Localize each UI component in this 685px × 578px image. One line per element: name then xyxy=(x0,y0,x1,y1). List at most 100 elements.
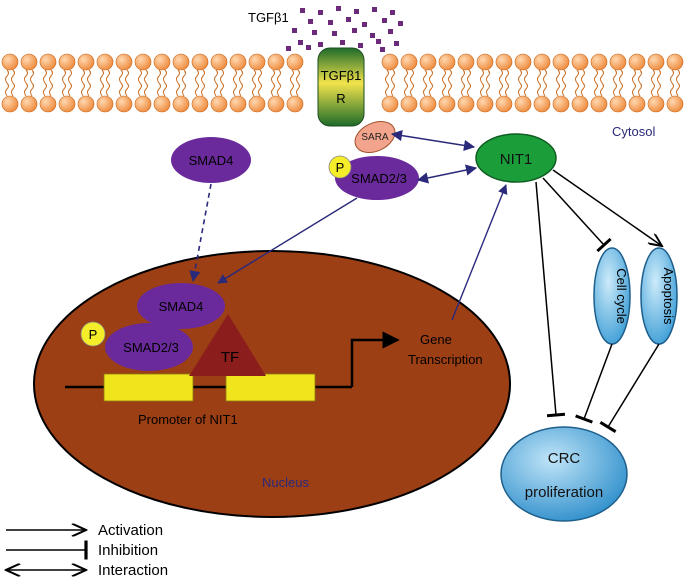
nit1-apoptosis-activation xyxy=(552,169,662,246)
lipid-tail xyxy=(201,82,205,97)
lipid-tail xyxy=(62,69,66,84)
lipid-tail xyxy=(556,69,560,84)
lipid-tail xyxy=(429,69,433,84)
ligand-dot xyxy=(308,19,313,24)
lipid-tail xyxy=(49,82,53,97)
smad23-nit1-interaction xyxy=(416,164,478,184)
smad23-translocation-arrow xyxy=(217,197,358,284)
lipid-tail xyxy=(258,82,262,97)
lipid-head xyxy=(229,95,247,113)
lipid-tail xyxy=(271,82,275,97)
lipid-tail xyxy=(676,69,680,84)
lipid-tail xyxy=(239,69,243,84)
lipid-head xyxy=(77,53,95,71)
lipid-head xyxy=(39,95,57,113)
lipid-head xyxy=(514,53,532,71)
nit1-cellcycle-inhibition xyxy=(542,177,612,253)
lipid-tail xyxy=(467,69,471,84)
phospho-nucleus-label: P xyxy=(89,327,98,342)
ligand-dot xyxy=(352,28,357,33)
receptor-label-line1: TGFβ1 xyxy=(321,68,362,83)
lipid-tail xyxy=(296,82,300,97)
lipid-head xyxy=(476,53,494,71)
lipid-tail xyxy=(385,82,389,97)
gene-transcription-line2: Transcription xyxy=(408,352,483,367)
lipid-tail xyxy=(423,82,427,97)
lipid-tail xyxy=(581,69,585,84)
lipid-tail xyxy=(467,82,471,97)
lipid-head xyxy=(609,53,627,71)
tf-label: TF xyxy=(221,349,239,366)
lipid-tail xyxy=(68,82,72,97)
lipid-tail xyxy=(404,69,408,84)
lipid-head xyxy=(457,53,475,71)
lipid-head xyxy=(172,53,190,71)
ligand-dot xyxy=(370,33,375,38)
lipid-head xyxy=(115,95,133,113)
lipid-tail xyxy=(670,69,674,84)
lipid-tail xyxy=(24,69,28,84)
transcription-nit1-arrow xyxy=(451,184,508,321)
lipid-tail xyxy=(632,82,636,97)
nucleus-label: Nucleus xyxy=(262,475,309,490)
lipid-tail xyxy=(24,82,28,97)
lipid-head xyxy=(590,53,608,71)
lipid-tail xyxy=(391,69,395,84)
lipid-tail xyxy=(543,69,547,84)
lipid-head xyxy=(666,53,684,71)
crc-label-line2: proliferation xyxy=(525,484,603,501)
lipid-tail xyxy=(423,69,427,84)
lipid-head xyxy=(267,53,285,71)
cellcycle-crc-inhibition xyxy=(575,343,613,424)
lipid-tail xyxy=(448,69,452,84)
lipid-tail xyxy=(556,82,560,97)
lipid-tail xyxy=(277,82,281,97)
lipid-tail xyxy=(518,82,522,97)
ligand-dot xyxy=(318,42,323,47)
lipid-tail xyxy=(296,69,300,84)
smad4-nucleus-node: SMAD4 xyxy=(137,283,225,329)
tgfb1-receptor: TGFβ1 R xyxy=(317,47,365,127)
lipid-tail xyxy=(138,69,142,84)
lipid-head xyxy=(457,95,475,113)
lipid-head xyxy=(134,53,152,71)
lipid-tail xyxy=(594,69,598,84)
lipid-tail xyxy=(594,82,598,97)
lipid-head xyxy=(229,53,247,71)
lipid-head xyxy=(495,95,513,113)
lipid-tail xyxy=(106,69,110,84)
lipid-tail xyxy=(119,69,123,84)
lipid-tail xyxy=(100,82,104,97)
lipid-tail xyxy=(404,82,408,97)
ligand-dot xyxy=(286,46,291,51)
lipid-tail xyxy=(62,82,66,97)
promoter-region: Promoter of NIT1 xyxy=(65,331,400,427)
lipid-head xyxy=(381,95,399,113)
lipid-head xyxy=(590,95,608,113)
lipid-tail xyxy=(461,69,465,84)
lipid-tail xyxy=(290,69,294,84)
lipid-tail xyxy=(43,69,47,84)
lipid-head xyxy=(58,95,76,113)
lipid-head xyxy=(20,95,38,113)
ligand-dot xyxy=(300,8,305,13)
lipid-tail xyxy=(499,82,503,97)
lipid-tail xyxy=(30,69,34,84)
ligand-dot xyxy=(376,39,381,44)
lipid-tail xyxy=(233,69,237,84)
lipid-tail xyxy=(5,82,9,97)
lipid-tail xyxy=(163,69,167,84)
sara-node: SARA xyxy=(354,121,396,153)
lipid-tail xyxy=(220,69,224,84)
lipid-head xyxy=(419,53,437,71)
lipid-tail xyxy=(600,69,604,84)
ligand-dot xyxy=(292,28,297,33)
lipid-head xyxy=(647,95,665,113)
ligand-dot xyxy=(298,40,303,45)
ligand-dot xyxy=(362,22,367,27)
lipid-tail xyxy=(581,82,585,97)
lipid-head xyxy=(609,95,627,113)
lipid-tail xyxy=(258,69,262,84)
lipid-head xyxy=(153,95,171,113)
ligand-dot xyxy=(398,21,403,26)
